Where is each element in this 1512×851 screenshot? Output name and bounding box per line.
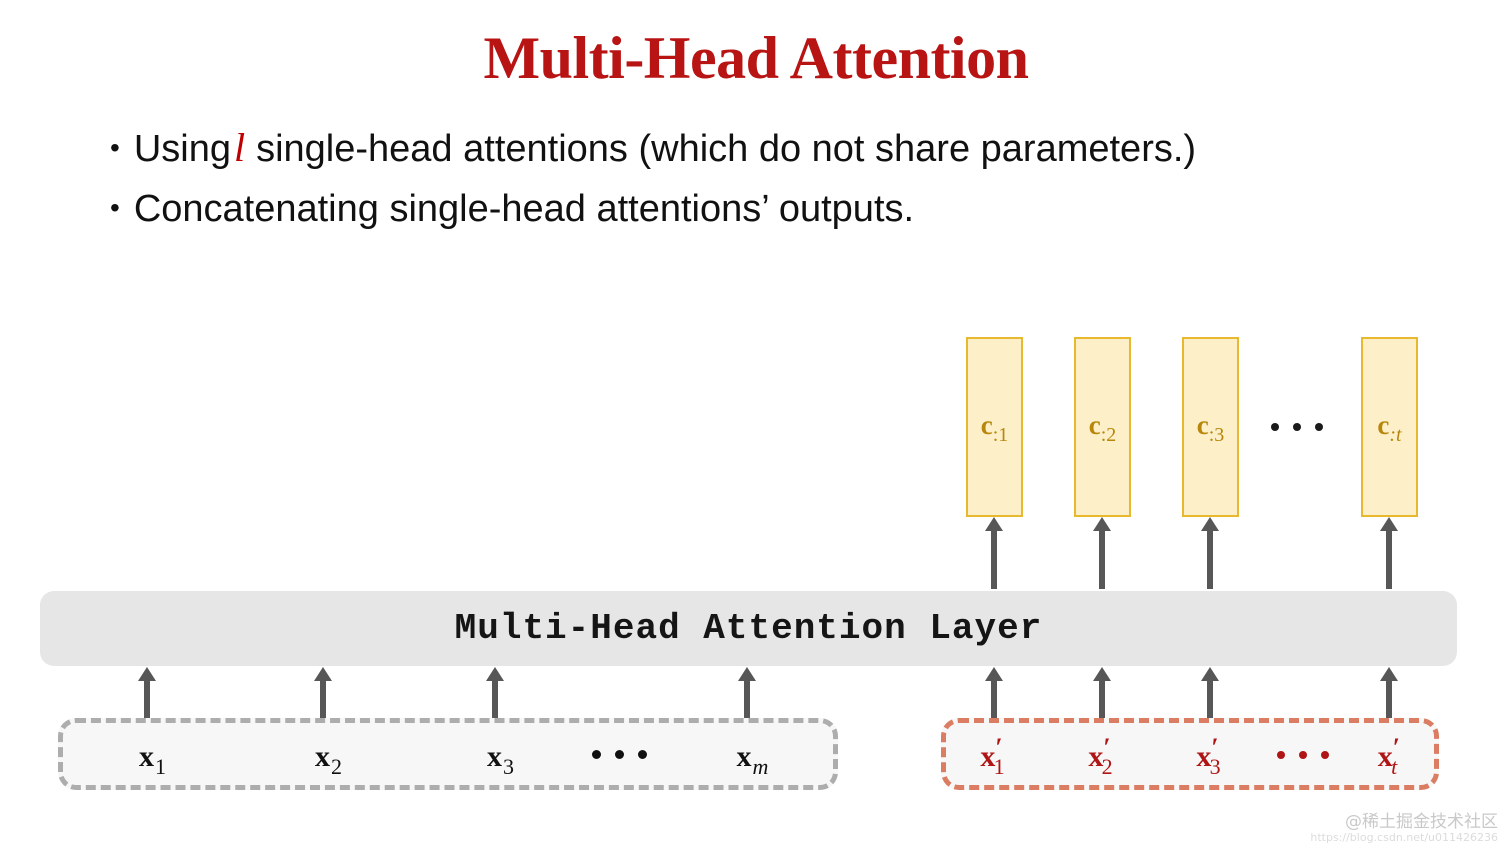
input-label-x1-subscript: 1 xyxy=(155,754,166,779)
input-label-xprime2: x′2 xyxy=(1088,733,1113,779)
attention-layer-bar: Multi-Head Attention Layer xyxy=(40,591,1457,666)
watermark-url: https://blog.csdn.net/u011426236 xyxy=(1310,831,1498,845)
arrow-x2-to-layer xyxy=(320,679,326,745)
input-label-x1: x1 xyxy=(139,740,166,779)
arrow-x3-to-layer xyxy=(492,679,498,745)
arrow-layer-to-c2 xyxy=(1099,529,1105,589)
attention-layer-label: Multi-Head Attention Layer xyxy=(454,608,1043,649)
input-label-xm-subscript: m xyxy=(752,754,769,779)
arrow-xprimet-to-layer xyxy=(1386,679,1392,745)
input-label-xprimet-prime: ′ xyxy=(1392,733,1401,762)
output-box-ct-subscript: :t xyxy=(1389,423,1402,446)
bullet-item-1: • Using l single-head attentions (which … xyxy=(110,125,1430,170)
output-box-c2-subscript: :2 xyxy=(1100,423,1117,446)
bullet-list: • Using l single-head attentions (which … xyxy=(110,128,1430,250)
bullet-marker-icon: • xyxy=(110,132,120,163)
output-box-c3-label: c:3 xyxy=(1196,409,1225,446)
output-box-c3: c:3 xyxy=(1182,337,1239,517)
watermark: @稀土掘金技术社区 https://blog.csdn.net/u0114262… xyxy=(1310,811,1498,845)
input-group-right-ellipsis-icon xyxy=(1277,751,1329,759)
output-box-c1-subscript: :1 xyxy=(992,423,1009,446)
input-label-x3: x3 xyxy=(487,740,514,779)
arrow-xprime3-to-layer xyxy=(1207,679,1213,745)
output-box-c2-label: c:2 xyxy=(1088,409,1117,446)
input-label-xprime3: x′3 xyxy=(1196,733,1221,779)
input-label-x3-subscript: 3 xyxy=(503,754,514,779)
input-label-x2-subscript: 2 xyxy=(331,754,342,779)
bullet-marker-icon: • xyxy=(110,192,120,223)
arrow-xprime1-to-layer xyxy=(991,679,997,745)
arrow-xm-to-layer xyxy=(744,679,750,745)
arrow-x1-to-layer xyxy=(144,679,150,745)
input-group-left xyxy=(58,718,838,790)
input-label-xprime3-prime: ′ xyxy=(1211,733,1219,762)
input-label-xprimet: x′t xyxy=(1377,733,1401,779)
bullet-item-2: • Concatenating single-head attentions’ … xyxy=(110,190,1430,228)
output-box-c1: c:1 xyxy=(966,337,1023,517)
output-boxes-ellipsis-icon xyxy=(1271,423,1323,431)
arrow-layer-to-ct xyxy=(1386,529,1392,589)
input-label-xprimet-subscript: t xyxy=(1391,754,1398,779)
bullet-1-math-symbol: l xyxy=(233,125,246,170)
input-label-xprime1-prime: ′ xyxy=(995,733,1003,762)
output-box-ct: c:t xyxy=(1361,337,1418,517)
input-label-xprime2-prime: ′ xyxy=(1103,733,1111,762)
input-group-right xyxy=(941,718,1439,790)
arrow-layer-to-c3 xyxy=(1207,529,1213,589)
output-box-c3-subscript: :3 xyxy=(1208,423,1225,446)
input-label-xprime1: x′1 xyxy=(980,733,1005,779)
bullet-2-text: Concatenating single-head attentions’ ou… xyxy=(133,188,915,230)
input-label-xprime1-subscript: 1 xyxy=(993,754,1005,779)
output-box-c1-label: c:1 xyxy=(980,409,1009,446)
bullet-1-pre-text: Using xyxy=(133,128,231,170)
input-label-xprime3-subscript: 3 xyxy=(1209,754,1221,779)
output-box-ct-label: c:t xyxy=(1377,409,1402,446)
page-title: Multi-Head Attention xyxy=(483,25,1029,91)
input-label-xprime2-subscript: 2 xyxy=(1101,754,1113,779)
watermark-text: @稀土掘金技术社区 xyxy=(1345,811,1498,832)
arrow-xprime2-to-layer xyxy=(1099,679,1105,745)
arrow-layer-to-c1 xyxy=(991,529,997,589)
input-label-xm: xm xyxy=(736,740,769,779)
input-label-x2: x2 xyxy=(315,740,342,779)
bullet-1-post-text: single-head attentions (which do not sha… xyxy=(256,128,1197,170)
output-box-c2: c:2 xyxy=(1074,337,1131,517)
input-group-left-ellipsis-icon xyxy=(592,750,647,759)
